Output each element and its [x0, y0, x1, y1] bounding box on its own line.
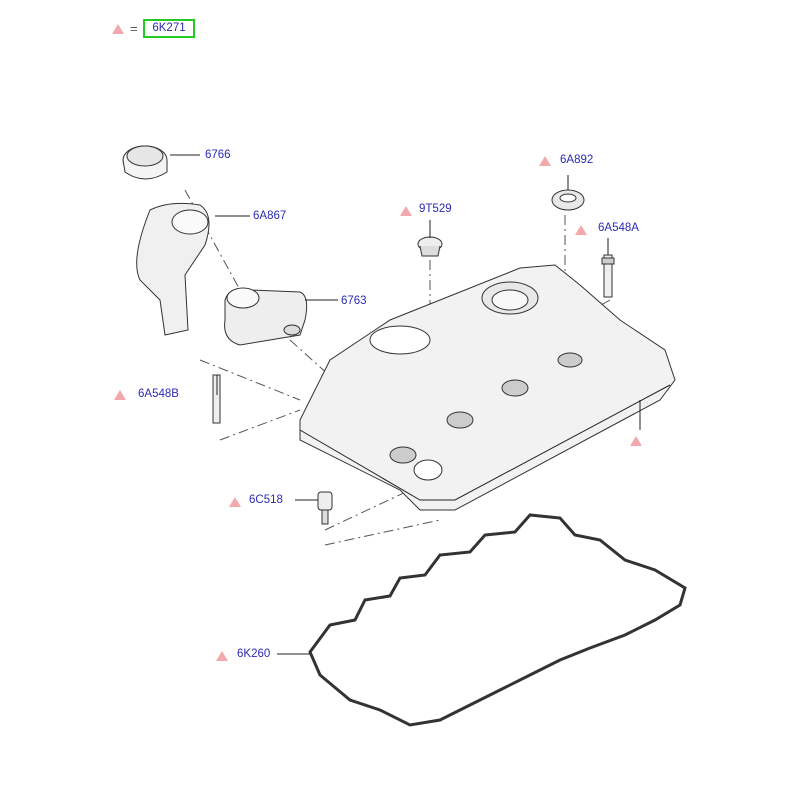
- callout-6A892[interactable]: 6A892: [560, 154, 594, 166]
- filler-tube: [136, 202, 210, 336]
- callout-6763[interactable]: 6763: [341, 295, 367, 307]
- flag-triangle-icon: [229, 497, 241, 507]
- cover-gasket: [308, 513, 687, 727]
- callout-6A548B[interactable]: 6A548B: [138, 388, 179, 400]
- flag-triangle-icon: [575, 225, 587, 235]
- flag-triangle-icon: [114, 390, 126, 400]
- oil-filler-cap: [122, 145, 168, 180]
- flag-triangle-icon: [539, 156, 551, 166]
- legend-part-6K271[interactable]: 6K271: [143, 19, 195, 38]
- flag-triangle-icon: [630, 436, 642, 446]
- flag-triangle-icon: [112, 24, 124, 34]
- flag-triangle-icon: [400, 206, 412, 216]
- callout-6C518[interactable]: 6C518: [249, 494, 283, 506]
- callout-9T529[interactable]: 9T529: [419, 203, 452, 215]
- legend-equals: =: [130, 21, 138, 36]
- callout-6K260[interactable]: 6K260: [237, 648, 271, 660]
- flag-triangle-icon: [216, 651, 228, 661]
- callout-6A867[interactable]: 6A867: [253, 210, 287, 222]
- callout-6A548A[interactable]: 6A548A: [598, 222, 639, 234]
- callout-6766[interactable]: 6766: [205, 149, 231, 161]
